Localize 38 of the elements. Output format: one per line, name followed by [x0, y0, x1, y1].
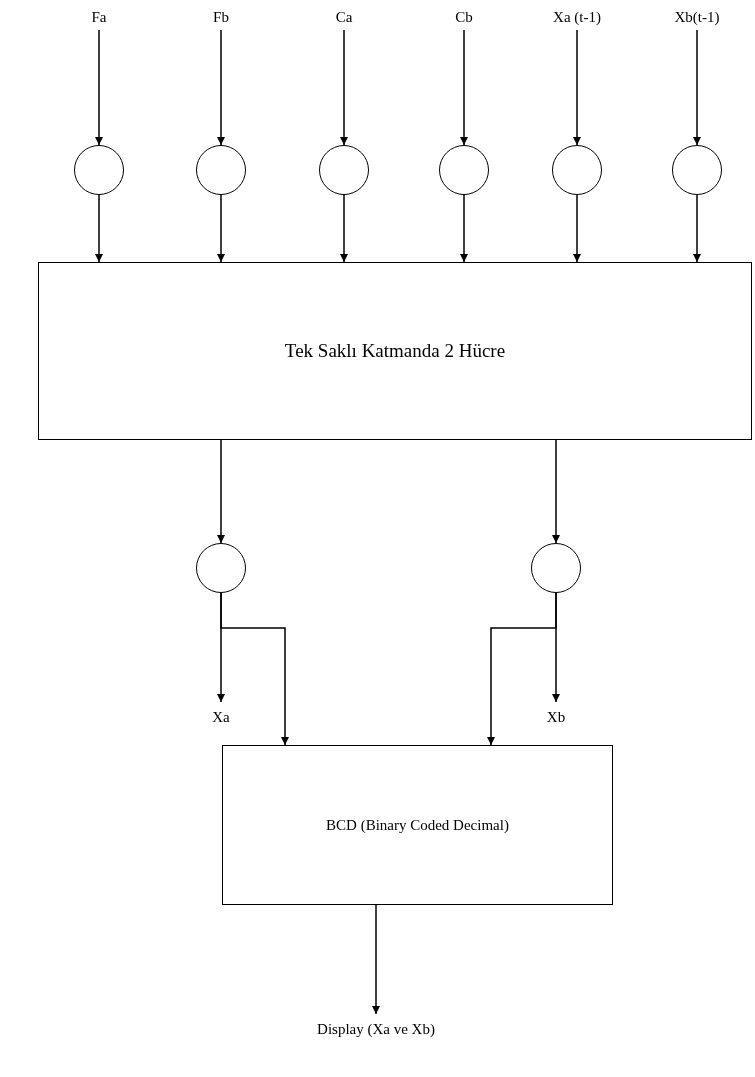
- arrow: [552, 439, 560, 544]
- signal-label: Xb: [546, 708, 566, 726]
- process-box: [38, 262, 752, 440]
- box-label: Tek Saklı Katmanda 2 Hücre: [284, 340, 506, 362]
- signal-label: Ca: [335, 8, 353, 26]
- arrow: [95, 29, 103, 146]
- arrow: [372, 904, 380, 1015]
- arrow: [487, 592, 557, 746]
- arrow: [573, 29, 581, 146]
- signal-label: Cb: [455, 8, 473, 26]
- box-label: BCD (Binary Coded Decimal): [326, 816, 509, 834]
- neuron-circle: [531, 543, 581, 593]
- neuron-circle: [552, 145, 602, 195]
- signal-label: Fa: [91, 8, 107, 26]
- arrow: [573, 194, 581, 263]
- neuron-circle: [196, 145, 246, 195]
- arrow: [217, 439, 225, 544]
- process-box: [222, 745, 613, 905]
- signal-label: Display (Xa ve Xb): [317, 1020, 435, 1038]
- arrow: [220, 592, 289, 746]
- arrow: [693, 194, 701, 263]
- arrow: [340, 29, 348, 146]
- signal-label: Xa (t-1): [553, 8, 601, 26]
- neuron-circle: [439, 145, 489, 195]
- signal-label: Fb: [213, 8, 229, 26]
- arrow: [217, 29, 225, 146]
- arrow: [95, 194, 103, 263]
- neuron-circle: [196, 543, 246, 593]
- signal-label: Xa: [212, 708, 230, 726]
- signal-label: Xb(t-1): [674, 8, 720, 26]
- arrow: [340, 194, 348, 263]
- arrow: [693, 29, 701, 146]
- arrow: [460, 29, 468, 146]
- neuron-circle: [74, 145, 124, 195]
- arrow: [460, 194, 468, 263]
- neuron-circle: [319, 145, 369, 195]
- neuron-circle: [672, 145, 722, 195]
- arrow: [217, 194, 225, 263]
